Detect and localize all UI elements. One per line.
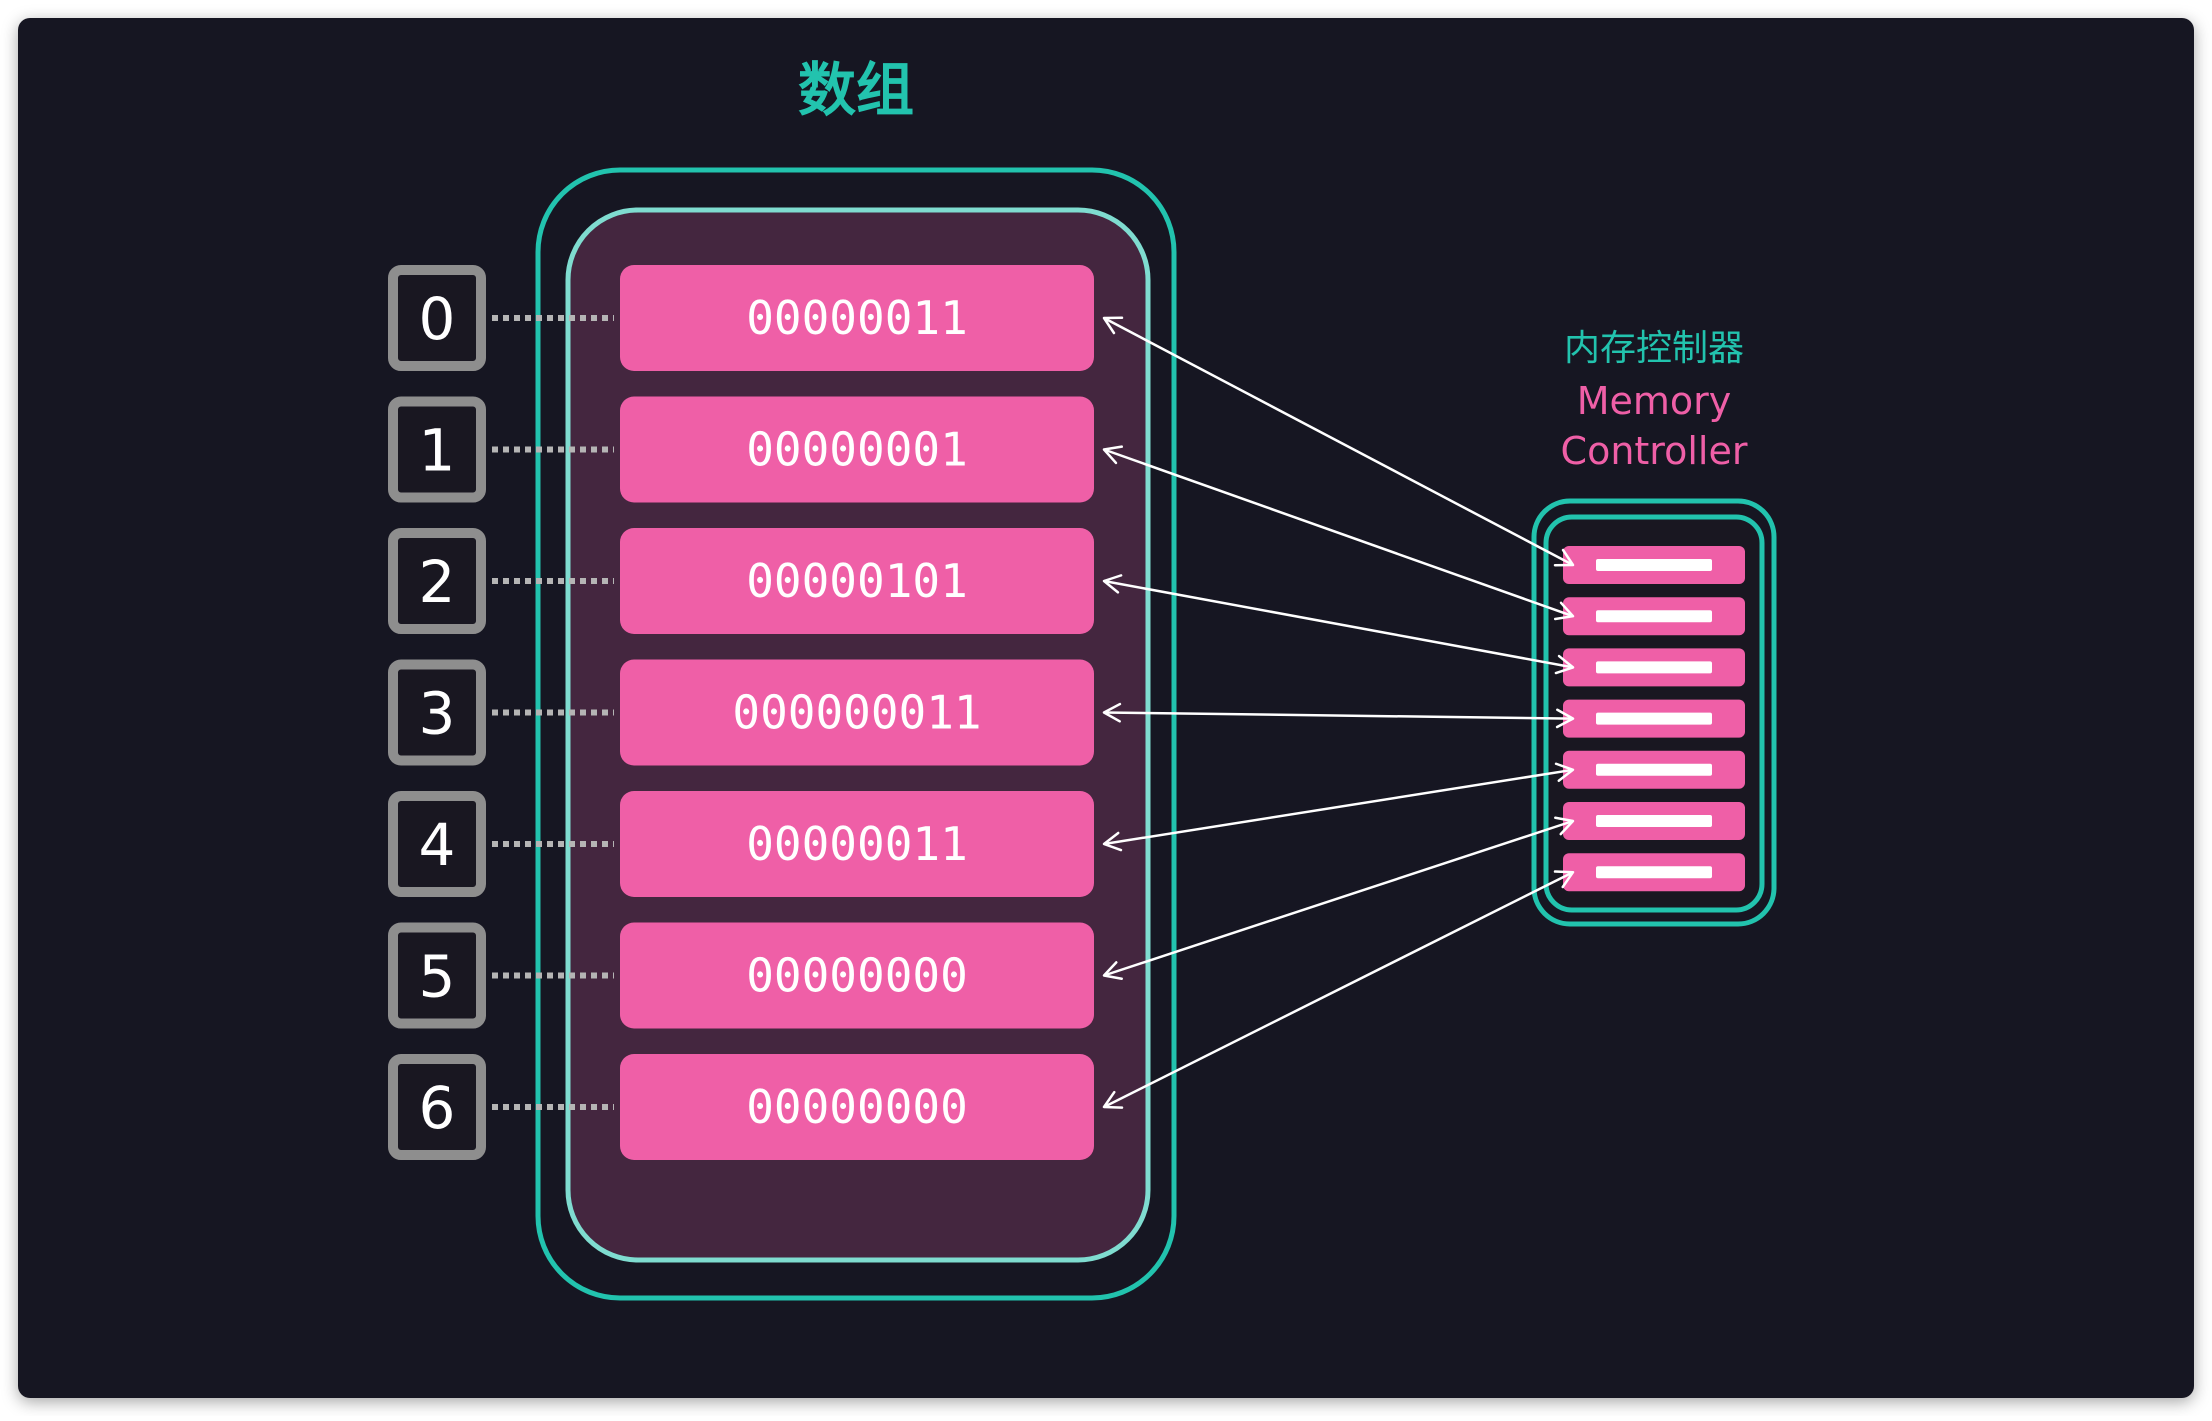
memory-slots [1563, 546, 1745, 892]
array-cell-value: 00000011 [746, 291, 968, 345]
index-label: 3 [419, 680, 456, 748]
memory-slot [1563, 648, 1745, 687]
array-cell: 00000000 [620, 1054, 1094, 1160]
array-cell-box [620, 791, 1094, 897]
memory-arrow [1102, 870, 1575, 1109]
memory-slot [1563, 802, 1745, 840]
array-cell-box [620, 659, 1094, 766]
index-box-frame [388, 528, 486, 634]
memory-arrow-line [1103, 316, 1574, 567]
memory-arrow [1102, 445, 1575, 621]
arrow-head [1102, 316, 1124, 335]
memory-slot-bar [1596, 712, 1712, 725]
arrow-head [1555, 708, 1575, 729]
arrow-head [1102, 702, 1122, 723]
memory-controller: 内存控制器 Memory Controller [1531, 328, 1777, 927]
memory-arrow-line [1103, 711, 1574, 720]
array-cell: 00000000 [620, 922, 1094, 1029]
memory-slot [1563, 750, 1745, 789]
array-cell-box [620, 396, 1094, 503]
index-box: 4 [388, 791, 486, 897]
memory-arrow-line [1103, 579, 1574, 669]
index-box-frame [388, 1054, 486, 1160]
memory-controller-outer-border [1531, 498, 1777, 927]
memory-arrow-line [1103, 871, 1574, 1109]
arrow-head [1553, 601, 1575, 621]
array-cell-value: 00000000 [746, 1080, 968, 1134]
diagram-title: 数组 [798, 56, 914, 124]
index-box: 3 [388, 659, 486, 766]
index-box-frame [388, 791, 486, 897]
index-label: 1 [419, 417, 456, 485]
memory-slot [1563, 853, 1745, 892]
memory-arrow-line [1103, 448, 1574, 618]
index-label: 2 [419, 548, 456, 616]
memory-arrows [1102, 316, 1575, 1109]
memory-slot [1563, 699, 1745, 738]
memory-slot [1563, 546, 1745, 584]
arrow-head [1102, 831, 1123, 852]
index-label: 4 [419, 811, 456, 879]
memory-slot [1563, 597, 1745, 636]
array-outer-border [535, 167, 1177, 1301]
arrow-head [1553, 548, 1575, 567]
memory-controller-label-cn: 内存控制器 [1564, 328, 1744, 369]
arrow-head [1102, 1090, 1124, 1109]
memory-arrow [1102, 816, 1575, 981]
memory-controller-label-en-line2: Controller [1561, 429, 1748, 473]
index-box: 6 [388, 1054, 486, 1160]
arrow-head [1102, 574, 1123, 594]
memory-slot-bar [1596, 610, 1712, 623]
index-box-frame [388, 922, 486, 1029]
index-label: 6 [419, 1074, 456, 1142]
index-connectors [492, 315, 614, 1110]
index-column: 0 1 2 3 4 5 6 [388, 265, 486, 1160]
arrow-head [1554, 654, 1575, 675]
index-box-frame [388, 396, 486, 503]
memory-arrow [1102, 702, 1575, 729]
array-cells: 00000011 00000001 00000101 000000011 0000001… [620, 265, 1094, 1160]
memory-arrow-line [1103, 819, 1574, 977]
array-cell-value: 000000011 [732, 686, 981, 740]
array-cell-value: 00000000 [746, 949, 968, 1003]
array-cell-value: 00000001 [746, 423, 968, 477]
index-box-frame [388, 265, 486, 371]
array-cell: 000000011 [620, 659, 1094, 766]
arrow-head [1102, 445, 1124, 465]
array-cell-value: 00000011 [746, 817, 968, 871]
memory-arrow [1102, 316, 1575, 567]
array-cell-box [620, 922, 1094, 1029]
array-cell: 00000011 [620, 791, 1094, 897]
index-label: 5 [419, 943, 456, 1011]
memory-controller-label-en-line1: Memory [1577, 379, 1732, 423]
memory-slot-bar [1596, 866, 1712, 879]
index-box: 1 [388, 396, 486, 503]
memory-arrow [1102, 574, 1575, 675]
arrow-head [1554, 816, 1575, 836]
index-box: 2 [388, 528, 486, 634]
index-box: 0 [388, 265, 486, 371]
arrow-head [1553, 870, 1575, 889]
array-cell: 00000011 [620, 265, 1094, 371]
array-cell-value: 00000101 [746, 554, 968, 608]
array-cell: 00000001 [620, 396, 1094, 503]
arrow-head [1554, 762, 1575, 783]
memory-slot-bar [1596, 815, 1712, 827]
array-cell: 00000101 [620, 528, 1094, 634]
array-cell-box [620, 265, 1094, 371]
memory-slot-bar [1596, 661, 1712, 674]
array-cell-box [620, 528, 1094, 634]
memory-slot-bar [1596, 763, 1712, 776]
index-box-frame [388, 659, 486, 766]
index-label: 0 [419, 285, 456, 353]
memory-arrow [1102, 762, 1575, 852]
index-box: 5 [388, 922, 486, 1029]
memory-slot-bar [1596, 559, 1712, 571]
arrow-head [1102, 961, 1123, 981]
array-cell-box [620, 1054, 1094, 1160]
memory-arrow-line [1103, 768, 1574, 846]
